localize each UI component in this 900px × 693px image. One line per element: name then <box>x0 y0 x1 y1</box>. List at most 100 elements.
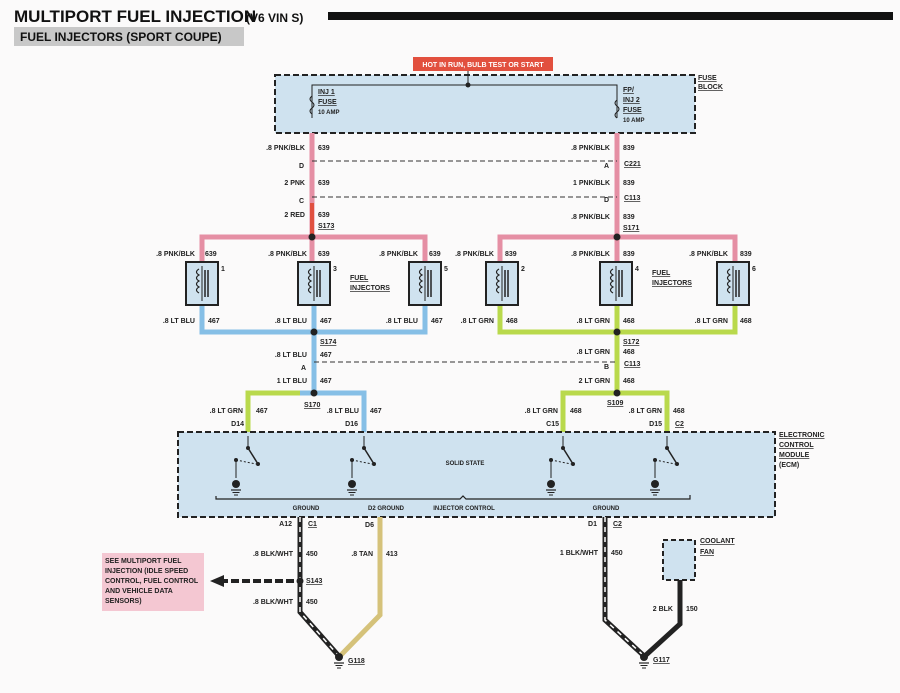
diagram-shape <box>215 495 691 500</box>
splice-node <box>613 233 621 241</box>
title-rule <box>328 12 893 20</box>
wire-label: 2 <box>521 266 525 273</box>
coolant-fan-label: FAN <box>700 549 714 556</box>
coolant-fan-label: COOLANT <box>700 538 735 545</box>
wire-label: D6 <box>365 522 374 529</box>
wire-label: .8 PNK/BLK <box>571 145 610 152</box>
wire-label: CONTROL, FUEL CONTROL <box>105 578 199 585</box>
wire-label: 839 <box>623 180 635 187</box>
wire-label: 639 <box>318 145 330 152</box>
wire-label: 639 <box>429 251 441 258</box>
wire-label: 839 <box>623 251 635 258</box>
wire-label: D <box>299 163 304 170</box>
wire-label: 3 <box>333 266 337 273</box>
vin-label: (V6 VIN S) <box>246 11 303 25</box>
ground-g117-icon <box>638 652 650 669</box>
ecm-box <box>177 431 776 518</box>
wire-label: S174 <box>320 339 336 346</box>
wire-label: .8 BLK/WHT <box>253 551 294 558</box>
wire-label: 1 <box>221 266 225 273</box>
ecm-label: ELECTRONIC CONTROL MODULE (ECM) <box>779 432 825 469</box>
wire-label: S143 <box>306 578 322 585</box>
wire-label: 467 <box>320 378 332 385</box>
wire-label: 467 <box>208 318 220 325</box>
wire-label: .8 LT GRN <box>525 408 558 415</box>
wire-label: C113 <box>624 195 640 202</box>
ground-label: GROUND <box>293 506 320 512</box>
injector-control-label: INJECTOR CONTROL <box>433 506 495 512</box>
fuse-rating: 10 AMP <box>623 118 644 124</box>
fuse-block-label: FUSE <box>698 75 717 82</box>
wire-label: C221 <box>624 161 641 168</box>
wire-label: .8 LT GRN <box>461 318 494 325</box>
wire-label: S109 <box>607 400 623 407</box>
wire-label: S170 <box>304 402 320 409</box>
wire-label: 450 <box>611 550 623 557</box>
wire-label: C2 <box>613 521 622 528</box>
fuse-label: FP/ <box>623 87 634 94</box>
wire-label: 639 <box>205 251 217 258</box>
wire-label: A12 <box>279 521 292 528</box>
fuel-injectors-label: INJECTORS <box>350 285 390 292</box>
wire-label: .8 PNK/BLK <box>571 214 610 221</box>
wire-label: 450 <box>306 599 318 606</box>
wire-label: 468 <box>623 378 635 385</box>
wire-label: .8 PNK/BLK <box>156 251 195 258</box>
splice-node <box>310 389 318 397</box>
wire <box>602 517 645 657</box>
wire-label: MODULE <box>779 452 810 459</box>
reference-note-box[interactable] <box>102 553 204 611</box>
splice-node <box>296 577 304 585</box>
wire <box>245 390 300 432</box>
diagram-shape <box>408 261 442 306</box>
wire-label: .8 LT GRN <box>577 318 610 325</box>
page-subtitle: FUEL INJECTORS (SPORT COUPE) <box>20 30 222 44</box>
splice-node <box>613 389 621 397</box>
subtitle-box <box>14 27 244 46</box>
solid-state-label: SOLID STATE <box>446 461 485 467</box>
wire-label: 468 <box>623 318 635 325</box>
wire-label: 839 <box>740 251 752 258</box>
wire-label: 468 <box>740 318 752 325</box>
wire-label: .8 LT BLU <box>275 352 307 359</box>
wire-label: .8 PNK/BLK <box>379 251 418 258</box>
fuse-rating: 10 AMP <box>318 110 339 116</box>
wire <box>339 517 383 657</box>
wire <box>644 580 683 657</box>
wire-label: .8 PNK/BLK <box>571 251 610 258</box>
fuel-injectors-label: FUEL <box>652 270 671 277</box>
wire-label: 1 LT BLU <box>277 378 307 385</box>
wire-label: INJECTION (IDLE SPEED <box>105 568 188 575</box>
wire-label: 2 LT GRN <box>579 378 610 385</box>
wire-label: .8 LT GRN <box>577 349 610 356</box>
diagram-shape <box>185 261 219 306</box>
fuel-injectors-label: FUEL <box>350 275 369 282</box>
wire-label: 5 <box>444 266 448 273</box>
fuse-label: INJ 1 <box>318 89 335 96</box>
wire-label: S171 <box>623 225 639 232</box>
wire-label: 150 <box>686 606 698 613</box>
wire-label: SEE MULTIPORT FUEL <box>105 558 182 565</box>
wire-label: .8 LT GRN <box>210 408 243 415</box>
wire-label: 2 BLK <box>653 606 673 613</box>
wire-label: 2 PNK <box>284 180 305 187</box>
fuse-block <box>274 74 696 134</box>
wire-label: .8 PNK/BLK <box>266 145 305 152</box>
wire-label: 413 <box>386 551 398 558</box>
wire <box>604 517 644 656</box>
hot-label: HOT IN RUN, BULB TEST OR START <box>422 62 544 69</box>
wire-label: 639 <box>318 180 330 187</box>
wire-label: .8 BLK/WHT <box>253 599 294 606</box>
wire-label: 2 RED <box>284 212 305 219</box>
wire-label: ELECTRONIC <box>779 432 825 439</box>
fuel-injectors-label: INJECTORS <box>652 280 692 287</box>
wire-label: C <box>299 198 304 205</box>
wire-label: .8 LT GRN <box>629 408 662 415</box>
